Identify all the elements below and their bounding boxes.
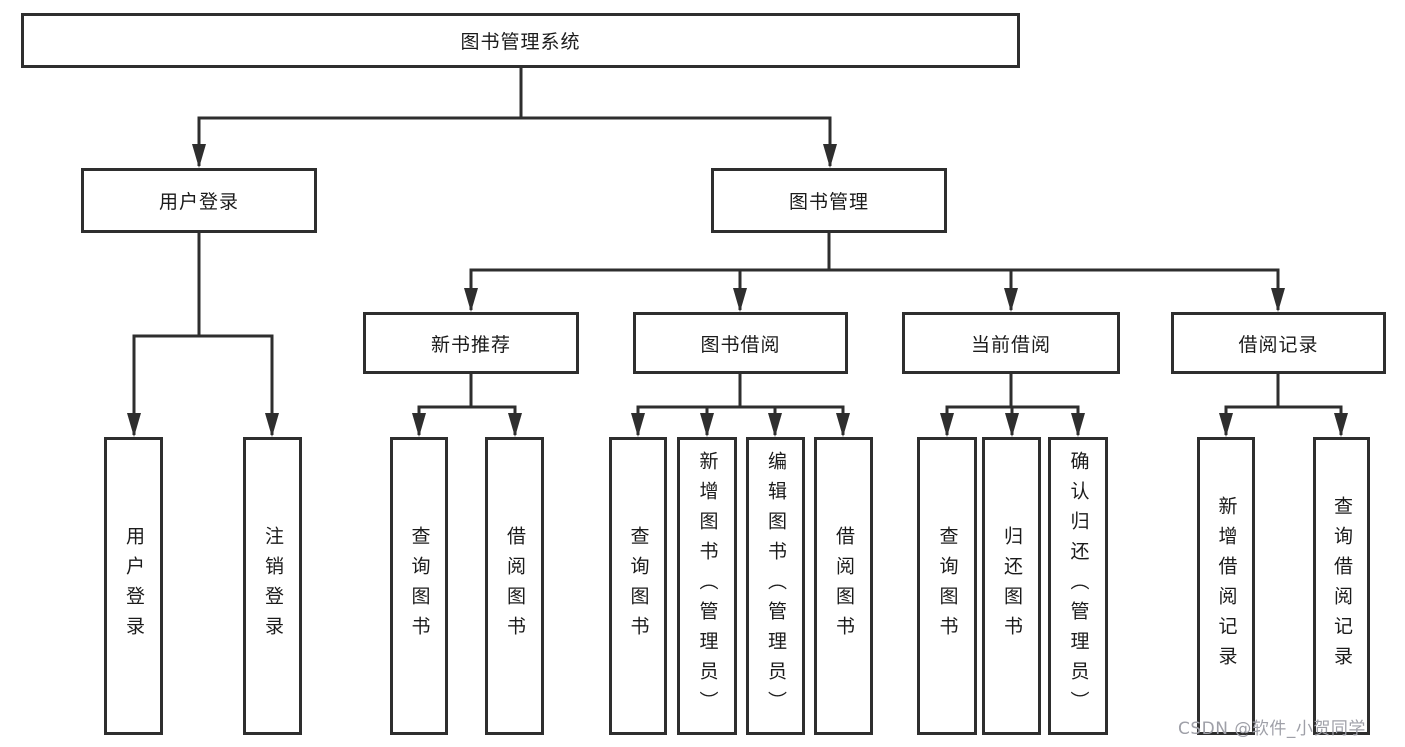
leaf-query-book-current: 查询图书 bbox=[917, 437, 977, 735]
leaf-user-login: 用户登录 bbox=[104, 437, 163, 735]
leaf-label: 借阅图书 bbox=[833, 526, 855, 646]
leaf-label: 借阅图书 bbox=[504, 526, 526, 646]
csdn-watermark: CSDN @软件_小贺同学 bbox=[1178, 719, 1366, 739]
leaf-label: 查询借阅记录 bbox=[1331, 496, 1353, 676]
leaf-confirm-return-admin: 确认归还（管理员） bbox=[1048, 437, 1108, 735]
node-root-system: 图书管理系统 bbox=[21, 13, 1020, 68]
node-current-borrow: 当前借阅 bbox=[902, 312, 1120, 374]
node-borrow-records: 借阅记录 bbox=[1171, 312, 1386, 374]
leaf-query-borrow-record: 查询借阅记录 bbox=[1313, 437, 1370, 735]
leaf-add-borrow-record: 新增借阅记录 bbox=[1197, 437, 1255, 735]
leaf-borrow-book: 借阅图书 bbox=[814, 437, 873, 735]
leaf-label: 用户登录 bbox=[123, 526, 145, 646]
leaf-query-book-borrow: 查询图书 bbox=[609, 437, 667, 735]
node-user-login: 用户登录 bbox=[81, 168, 317, 233]
leaf-query-book-recommend: 查询图书 bbox=[390, 437, 448, 735]
leaf-logout: 注销登录 bbox=[243, 437, 302, 735]
leaf-label: 查询图书 bbox=[936, 526, 959, 646]
leaf-edit-book-admin: 编辑图书（管理员） bbox=[746, 437, 805, 735]
leaf-label: 确认归还（管理员） bbox=[1067, 451, 1090, 721]
leaf-label: 注销登录 bbox=[262, 526, 284, 646]
leaf-label: 新增借阅记录 bbox=[1215, 496, 1238, 676]
node-book-management: 图书管理 bbox=[711, 168, 947, 233]
leaf-label: 查询图书 bbox=[408, 526, 431, 646]
leaf-add-book-admin: 新增图书（管理员） bbox=[677, 437, 737, 735]
leaf-return-book: 归还图书 bbox=[982, 437, 1041, 735]
leaf-borrow-book-recommend: 借阅图书 bbox=[485, 437, 544, 735]
node-new-book-recommend: 新书推荐 bbox=[363, 312, 579, 374]
leaf-label: 查询图书 bbox=[627, 526, 650, 646]
leaf-label: 新增图书（管理员） bbox=[696, 451, 719, 721]
leaf-label: 编辑图书（管理员） bbox=[765, 451, 787, 721]
leaf-label: 归还图书 bbox=[1001, 526, 1023, 646]
node-book-borrow: 图书借阅 bbox=[633, 312, 848, 374]
